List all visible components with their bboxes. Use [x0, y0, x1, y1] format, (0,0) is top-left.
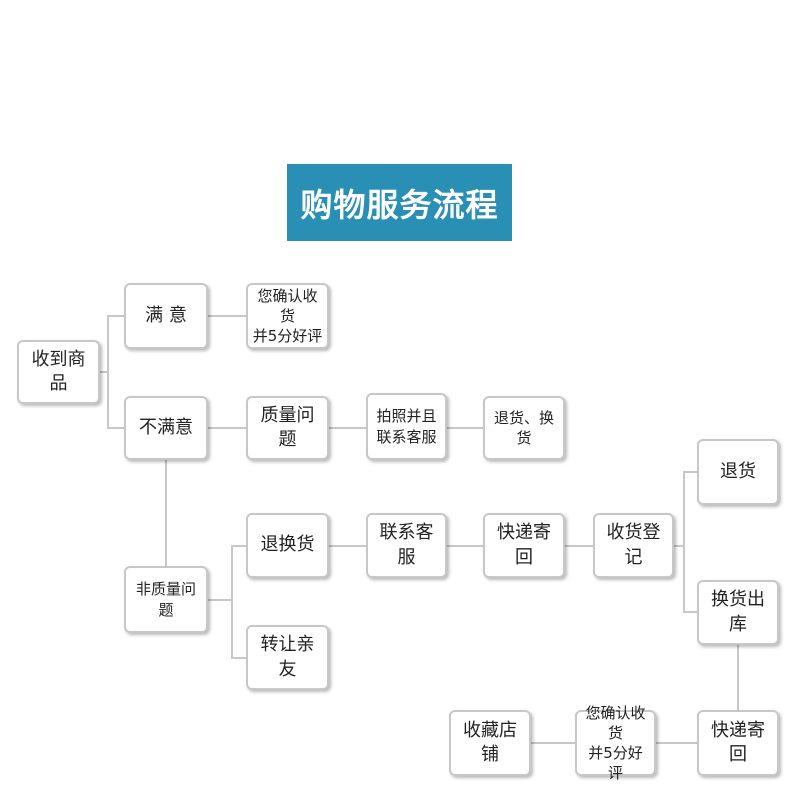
node-label: 收货登记: [606, 522, 661, 568]
node-non-quality-issue: 非质量问题: [124, 566, 208, 633]
node-confirm-review-2: 您确认收货 并5分好评: [575, 704, 656, 782]
node-label: 您确认收货 并5分好评: [585, 703, 646, 783]
node-label: 收到商品: [31, 348, 86, 394]
node-label: 质量问题: [260, 404, 315, 450]
node-label: 退货、换货: [493, 408, 554, 447]
node-label: 拍照并且 联系客服: [376, 407, 437, 446]
node-quality-issue: 质量问题: [246, 396, 329, 460]
node-photo-contact: 拍照并且 联系客服: [366, 393, 447, 460]
connector-receive-branch: [107, 315, 124, 429]
connector-nonquality-branch: [231, 545, 246, 659]
page-title: 购物服务流程: [287, 164, 512, 241]
node-return-exchange: 退货、换货: [483, 396, 565, 460]
node-satisfied: 满 意: [124, 283, 208, 349]
node-label: 非质量问题: [135, 580, 196, 619]
connector-register-branch: [683, 471, 697, 613]
node-return-exchange-goods: 退换货: [246, 513, 329, 578]
node-express-return-2: 快递寄回: [697, 710, 779, 776]
node-label: 转让亲友: [260, 634, 315, 680]
node-label: 收藏店铺: [463, 719, 517, 765]
node-exchange-outbound: 换货出库: [697, 580, 779, 645]
node-label: 快递寄回: [711, 719, 765, 765]
node-label: 快递寄回: [497, 522, 551, 568]
node-label: 退换货: [260, 534, 315, 556]
node-label: 满 意: [145, 304, 187, 326]
node-label: 不满意: [139, 416, 193, 438]
node-contact-service: 联系客服: [366, 513, 447, 578]
node-express-return-1: 快递寄回: [483, 513, 565, 578]
node-receipt-register: 收货登记: [593, 513, 674, 578]
node-label: 联系客服: [379, 522, 434, 568]
node-transfer-friends: 转让亲友: [246, 625, 329, 690]
node-unsatisfied: 不满意: [124, 396, 208, 460]
node-favorite-store: 收藏店铺: [449, 710, 531, 776]
node-return-goods: 退货: [697, 439, 779, 505]
node-receive-goods: 收到商品: [17, 340, 100, 404]
node-label: 退货: [720, 460, 756, 482]
node-confirm-review-1: 您确认收货 并5分好评: [246, 283, 329, 349]
node-label: 换货出库: [711, 589, 765, 635]
node-label: 您确认收货 并5分好评: [252, 286, 323, 346]
